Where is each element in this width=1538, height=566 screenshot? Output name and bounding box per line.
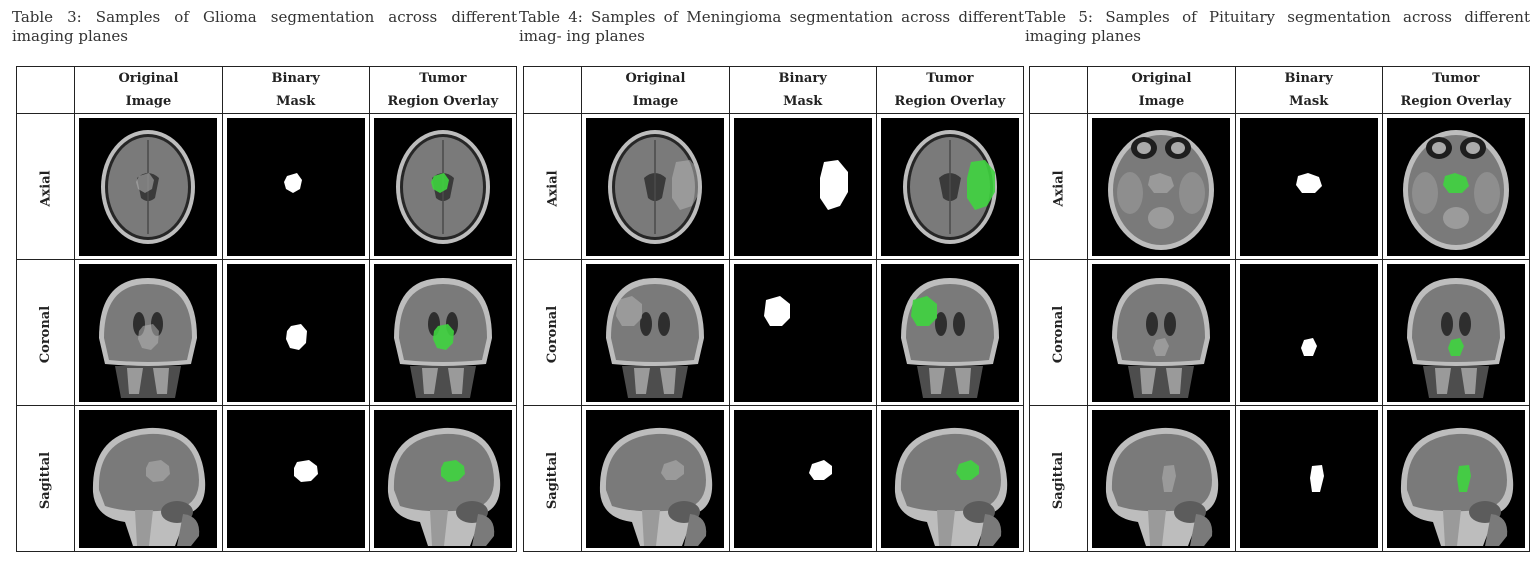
table-caption: Table 3: Samples of Glioma segmentation … bbox=[12, 8, 517, 45]
mri-image bbox=[586, 409, 725, 548]
binary-mask-image bbox=[1239, 263, 1378, 402]
original-image-cell bbox=[581, 259, 730, 406]
overlay-image bbox=[880, 263, 1019, 402]
binary-mask-cell bbox=[221, 113, 370, 260]
original-image-cell bbox=[74, 405, 223, 552]
header-line: Original bbox=[118, 71, 179, 86]
corner-cell bbox=[522, 66, 583, 114]
overlay-image bbox=[1386, 117, 1525, 256]
header-line: Mask bbox=[783, 94, 823, 109]
binary-mask-cell bbox=[728, 405, 877, 552]
header-line: Original bbox=[625, 71, 686, 86]
binary-mask-cell bbox=[1234, 113, 1383, 260]
header-line: Binary bbox=[271, 71, 320, 86]
overlay-cell bbox=[1381, 259, 1531, 406]
header-line: Original bbox=[1131, 71, 1192, 86]
table-caption: Table 5: Samples of Pituitary segmentati… bbox=[1025, 8, 1530, 45]
row-label-coronal: Coronal bbox=[15, 259, 76, 406]
row-label-coronal: Coronal bbox=[522, 259, 583, 406]
overlay-image bbox=[880, 117, 1019, 256]
mri-image bbox=[1092, 117, 1231, 256]
original-image-cell bbox=[581, 113, 730, 260]
overlay-image bbox=[1386, 409, 1525, 548]
row-label-coronal: Coronal bbox=[1028, 259, 1089, 406]
header-line: Binary bbox=[778, 71, 827, 86]
binary-mask-image bbox=[226, 117, 365, 256]
binary-mask-cell bbox=[728, 113, 877, 260]
mri-image bbox=[1092, 409, 1231, 548]
overlay-image bbox=[1386, 263, 1525, 402]
binary-mask-image bbox=[1239, 117, 1378, 256]
mri-image bbox=[586, 263, 725, 402]
header-line: Binary bbox=[1284, 71, 1333, 86]
header-line: Region Overlay bbox=[894, 94, 1006, 109]
row-label-axial: Axial bbox=[15, 113, 76, 260]
row-label-sagittal: Sagittal bbox=[1028, 405, 1089, 552]
header-line: Tumor bbox=[926, 71, 974, 86]
original-image-cell bbox=[1087, 259, 1236, 406]
binary-mask-cell bbox=[221, 405, 370, 552]
header-line: Image bbox=[125, 94, 172, 109]
binary-mask-image bbox=[733, 409, 872, 548]
overlay-image bbox=[373, 409, 512, 548]
corner-cell bbox=[1028, 66, 1089, 114]
row-label-axial: Axial bbox=[522, 113, 583, 260]
original-image-cell bbox=[1087, 113, 1236, 260]
header-line: Tumor bbox=[419, 71, 467, 86]
row-label-sagittal: Sagittal bbox=[15, 405, 76, 552]
binary-mask-image bbox=[226, 409, 365, 548]
binary-mask-image bbox=[733, 263, 872, 402]
overlay-image bbox=[373, 263, 512, 402]
overlay-image bbox=[880, 409, 1019, 548]
header-line: Tumor bbox=[1432, 71, 1480, 86]
overlay-cell bbox=[1381, 113, 1531, 260]
binary-mask-image bbox=[1239, 409, 1378, 548]
original-image-cell bbox=[74, 113, 223, 260]
row-label-axial: Axial bbox=[1028, 113, 1089, 260]
mri-image bbox=[79, 263, 218, 402]
binary-mask-cell bbox=[1234, 259, 1383, 406]
mri-image bbox=[79, 117, 218, 256]
overlay-cell bbox=[368, 113, 518, 260]
binary-mask-cell bbox=[221, 259, 370, 406]
mri-image bbox=[586, 117, 725, 256]
table-caption: Table 4: Samples of Meningioma segmentat… bbox=[519, 8, 1024, 45]
overlay-cell bbox=[875, 259, 1025, 406]
original-image-cell bbox=[74, 259, 223, 406]
binary-mask-image bbox=[733, 117, 872, 256]
binary-mask-image bbox=[226, 263, 365, 402]
original-image-cell bbox=[581, 405, 730, 552]
original-image-cell bbox=[1087, 405, 1236, 552]
header-line: Image bbox=[632, 94, 679, 109]
overlay-cell bbox=[875, 405, 1025, 552]
header-line: Mask bbox=[276, 94, 316, 109]
binary-mask-cell bbox=[728, 259, 877, 406]
header-line: Region Overlay bbox=[387, 94, 499, 109]
mri-image bbox=[1092, 263, 1231, 402]
header-line: Image bbox=[1138, 94, 1185, 109]
row-label-sagittal: Sagittal bbox=[522, 405, 583, 552]
overlay-image bbox=[373, 117, 512, 256]
mri-image bbox=[79, 409, 218, 548]
overlay-cell bbox=[368, 405, 518, 552]
corner-cell bbox=[15, 66, 76, 114]
overlay-cell bbox=[875, 113, 1025, 260]
overlay-cell bbox=[1381, 405, 1531, 552]
overlay-cell bbox=[368, 259, 518, 406]
header-line: Mask bbox=[1289, 94, 1329, 109]
header-line: Region Overlay bbox=[1400, 94, 1512, 109]
binary-mask-cell bbox=[1234, 405, 1383, 552]
